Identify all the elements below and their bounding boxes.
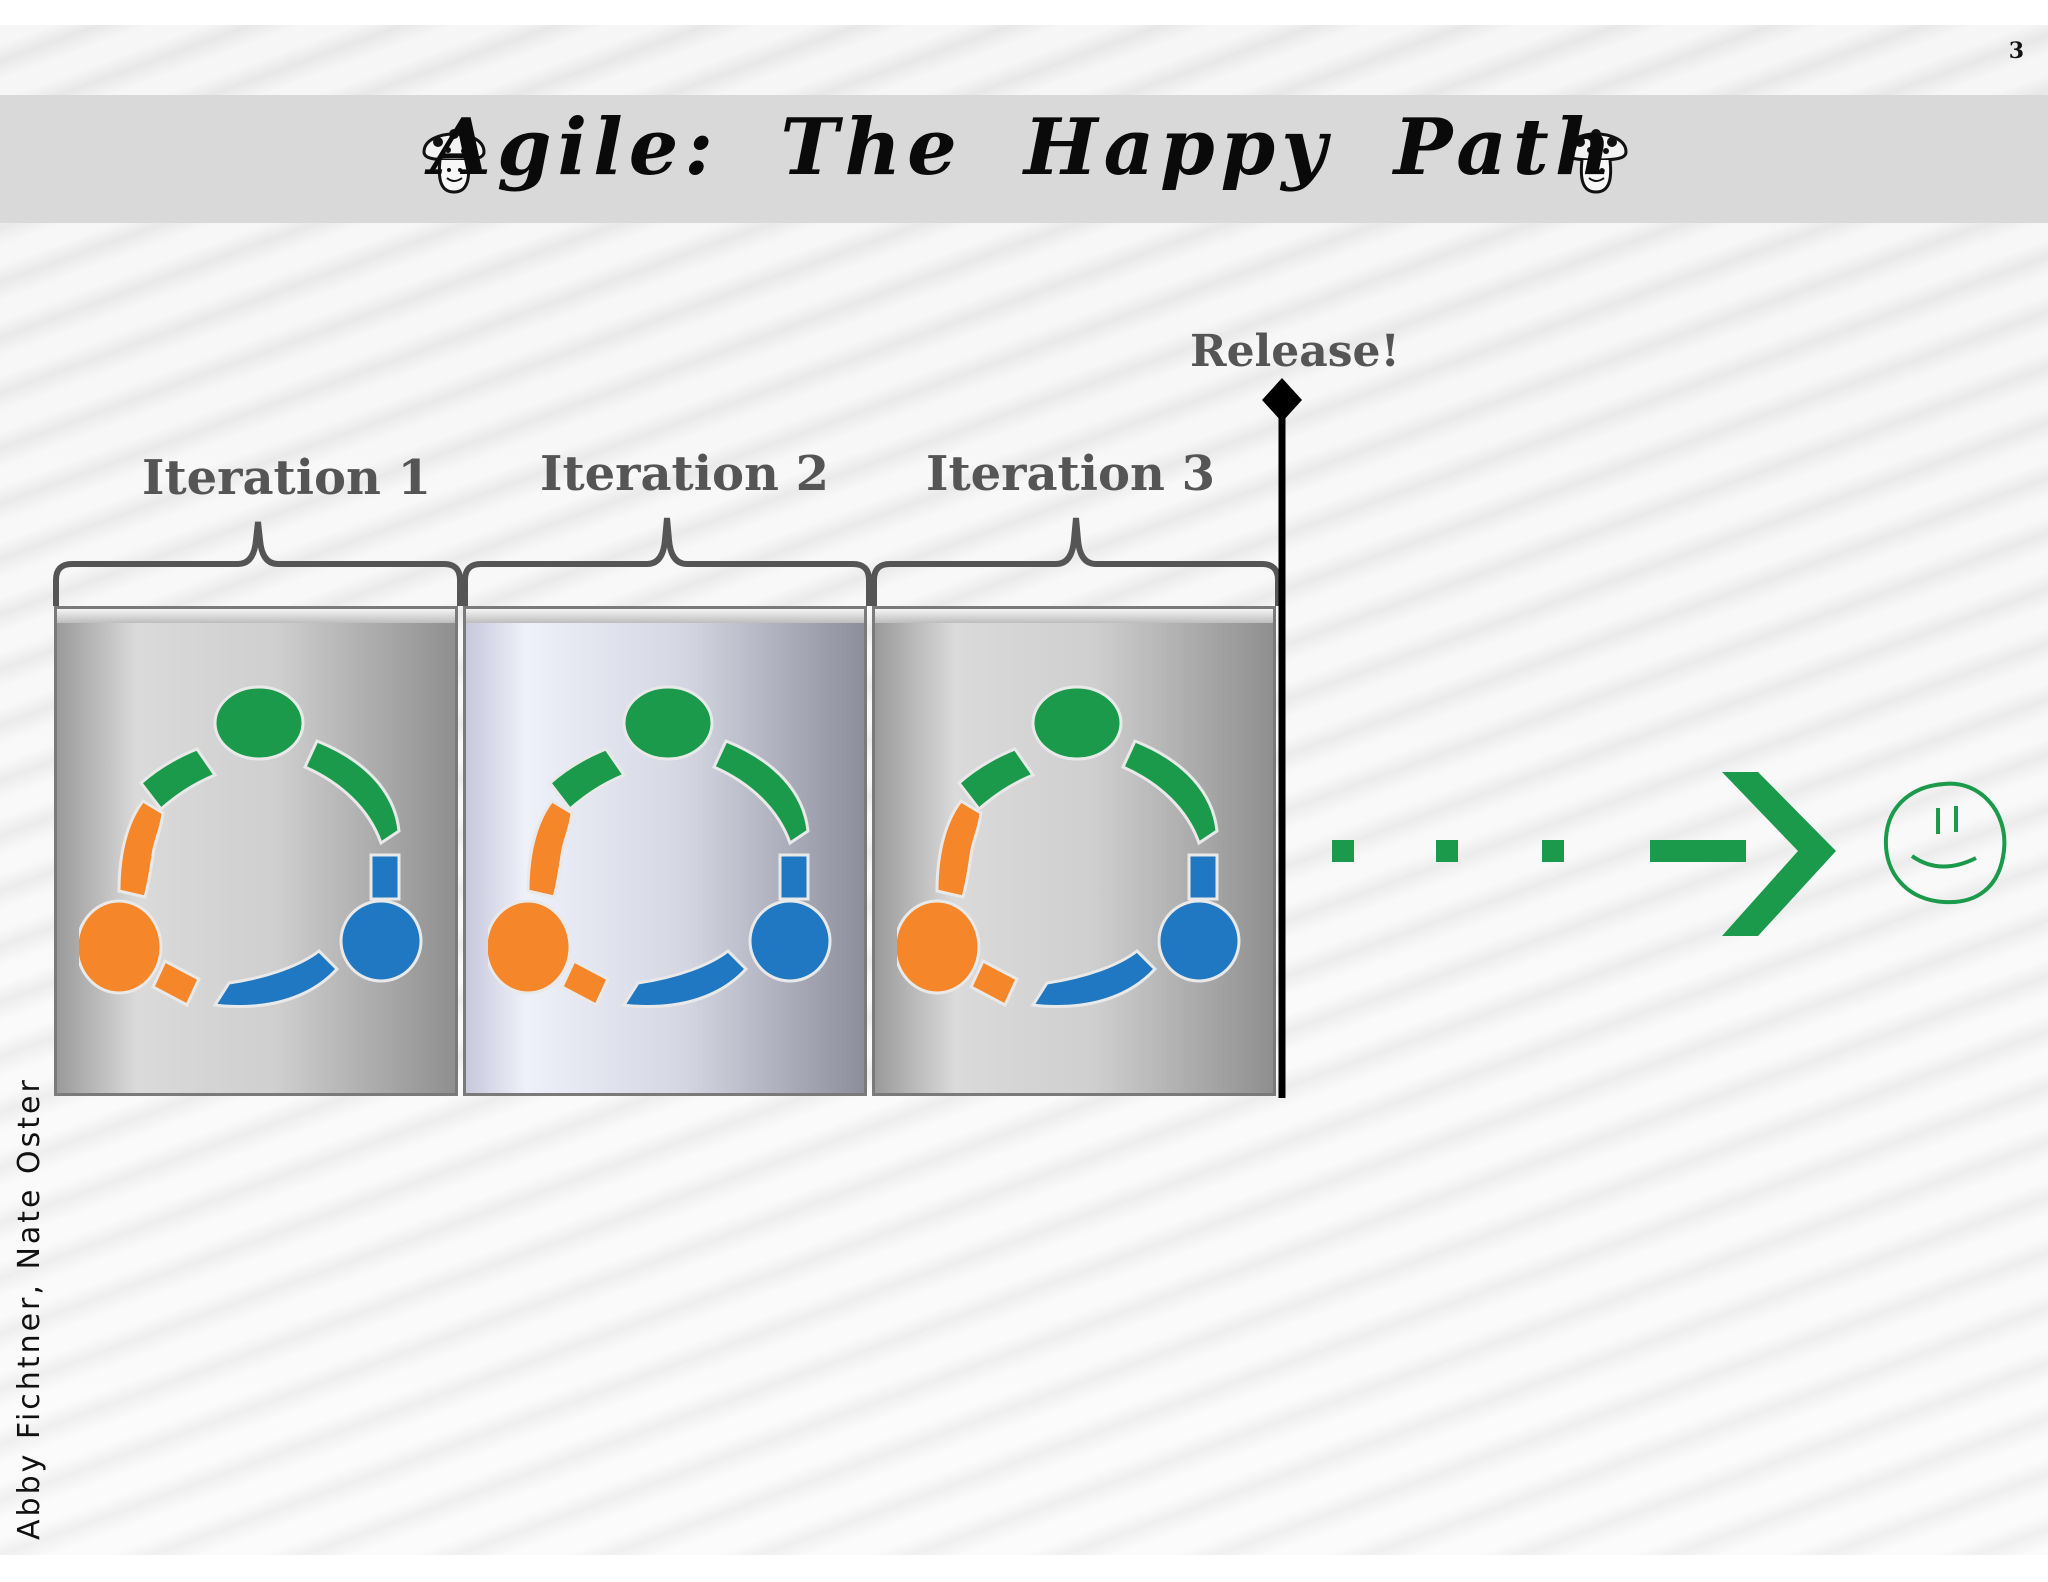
iteration-3-box	[872, 606, 1276, 1096]
iteration-1-box	[54, 606, 458, 1096]
smiley-face-icon	[1883, 781, 2007, 905]
iteration-2-label: Iteration 2	[540, 446, 829, 502]
mushroom-icon	[1564, 129, 1628, 194]
iteration-2-box	[463, 606, 867, 1096]
agile-cycle-icon	[488, 685, 832, 1008]
iteration-3-brace	[871, 517, 1281, 606]
author-credit: Abby Fichtner, Nate Oster	[12, 1077, 47, 1540]
iteration-1-label: Iteration 1	[142, 450, 431, 506]
release-label: Release!	[1190, 326, 1400, 377]
iteration-1-brace	[53, 521, 463, 606]
mushroom-icon	[422, 129, 486, 194]
page-number: 3	[2008, 38, 2024, 64]
slide-title: Agile: The Happy Path	[430, 102, 1618, 193]
iteration-2-brace	[462, 517, 872, 606]
title-band	[0, 95, 2048, 223]
agile-cycle-icon	[897, 685, 1241, 1008]
arrow-right-icon	[1332, 772, 1836, 936]
iteration-3-label: Iteration 3	[926, 446, 1215, 502]
agile-cycle-icon	[79, 685, 423, 1008]
release-milestone-icon	[1262, 378, 1302, 422]
